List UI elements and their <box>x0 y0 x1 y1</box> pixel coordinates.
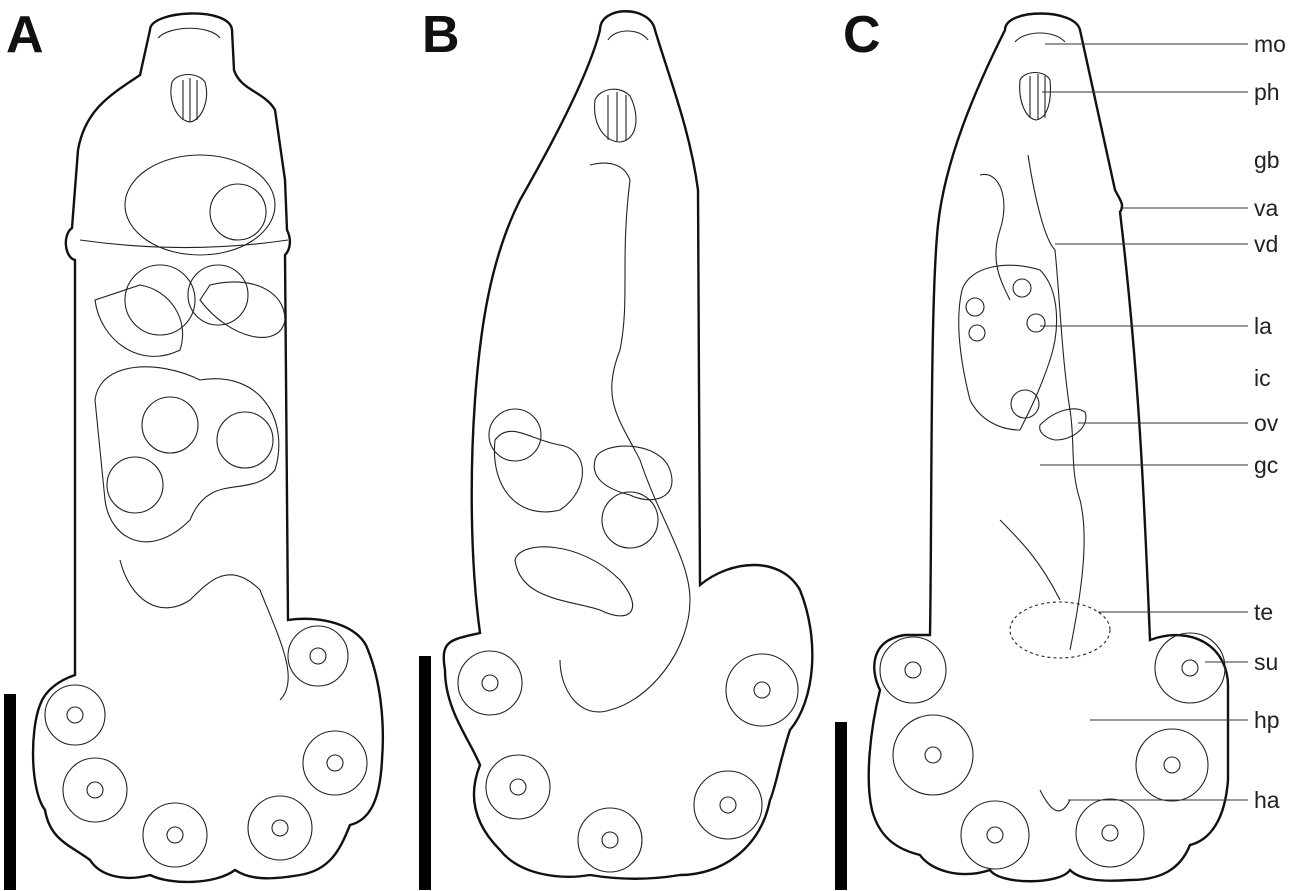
label-vd: vd <box>1254 231 1278 257</box>
larva-area-c <box>959 265 1057 430</box>
sucker-c-6-center <box>1102 825 1118 841</box>
hamuli-c <box>1040 790 1070 811</box>
sucker-c-5-center <box>987 827 1003 843</box>
panel-c-letter: C <box>843 6 881 64</box>
sucker-c-2-center <box>1182 660 1198 676</box>
sucker-a-4-center <box>87 782 103 798</box>
sucker-a-2 <box>45 685 105 745</box>
sucker-c-1 <box>880 637 946 703</box>
organ-b-3 <box>515 547 633 616</box>
sucker-a-6-center <box>272 820 288 836</box>
larva-body-c <box>1011 390 1039 418</box>
sucker-b-1 <box>458 651 522 715</box>
gut-a <box>120 560 288 700</box>
scale-bar-c <box>835 722 847 890</box>
panel-a-letter: A <box>6 6 44 64</box>
sucker-b-3-center <box>510 779 526 795</box>
larva-eye-c-4 <box>969 325 985 341</box>
pharynx-a <box>171 75 207 123</box>
sucker-b-5-center <box>602 832 618 848</box>
larva-b-2 <box>602 492 658 548</box>
larva-a-4 <box>142 397 198 453</box>
label-hp: hp <box>1254 707 1280 733</box>
sucker-b-4 <box>694 771 762 839</box>
sucker-a-5-center <box>167 827 183 843</box>
panel-a: A <box>4 6 383 890</box>
sucker-c-3-center <box>925 747 941 763</box>
label-mo: mo <box>1254 31 1286 57</box>
label-te: te <box>1254 599 1273 625</box>
organ-a-3 <box>200 282 285 338</box>
label-ic: ic <box>1254 365 1271 391</box>
sucker-a-5 <box>143 803 207 867</box>
label-gb: gb <box>1254 147 1280 173</box>
sucker-a-1-center <box>310 648 326 664</box>
label-su: su <box>1254 649 1278 675</box>
organ-a-2 <box>95 285 183 356</box>
body-outline-b <box>444 11 813 879</box>
pharynx-c <box>1020 73 1051 121</box>
sucker-c-4-center <box>1164 757 1180 773</box>
label-ha: ha <box>1254 787 1280 813</box>
larva-a-3 <box>188 265 248 325</box>
scale-bar-b <box>419 656 431 890</box>
larva-a-6 <box>107 457 163 513</box>
panel-c: C <box>835 6 1228 890</box>
sucker-b-2-center <box>754 682 770 698</box>
oral-sucker-a <box>158 28 220 38</box>
oral-sucker-b <box>608 31 648 40</box>
sucker-a-6 <box>248 796 312 860</box>
larva-b-1 <box>489 409 541 461</box>
larva-a-1 <box>210 184 266 240</box>
sucker-b-5 <box>578 808 642 872</box>
sucker-c-4 <box>1136 729 1208 801</box>
label-la: la <box>1254 313 1272 339</box>
ovary-c <box>1040 409 1086 440</box>
sucker-a-1 <box>288 626 348 686</box>
sucker-b-4-center <box>720 797 736 813</box>
constriction-line-a <box>80 240 288 248</box>
label-va: va <box>1254 195 1279 221</box>
organ-a-1 <box>125 155 275 255</box>
pharynx-b <box>595 89 636 142</box>
sucker-c-1-center <box>905 662 921 678</box>
organ-a-4 <box>95 367 279 542</box>
sucker-c-5 <box>961 801 1029 869</box>
sucker-c-3 <box>893 715 973 795</box>
larva-eye-c-3 <box>1027 314 1045 332</box>
sucker-b-1-center <box>482 675 498 691</box>
sucker-a-4 <box>63 758 127 822</box>
sucker-a-3 <box>303 731 367 795</box>
panel-b: B <box>419 6 812 890</box>
larva-eye-c-1 <box>1013 279 1031 297</box>
organ-b-1 <box>494 431 582 512</box>
larva-eye-c-2 <box>966 298 984 316</box>
label-ov: ov <box>1254 410 1279 436</box>
sucker-c-2 <box>1155 633 1225 703</box>
sucker-a-3-center <box>327 755 343 771</box>
labels-group: mo ph gb va vd la ic ov gc te su hp ha <box>1040 31 1286 813</box>
sucker-c-6 <box>1076 799 1144 867</box>
oral-sucker-c <box>1015 33 1065 42</box>
label-gc: gc <box>1254 452 1278 478</box>
sucker-a-2-center <box>67 707 83 723</box>
body-outline-c <box>869 14 1228 882</box>
sucker-b-3 <box>486 755 550 819</box>
larva-a-2 <box>125 265 195 335</box>
body-outline-a <box>33 13 383 882</box>
sucker-b-2 <box>726 654 798 726</box>
gut-b <box>560 163 690 712</box>
scale-bar-a <box>4 694 16 890</box>
genital-duct-c <box>1028 155 1084 650</box>
panel-b-letter: B <box>422 6 460 64</box>
label-ph: ph <box>1254 79 1280 105</box>
testis-c <box>1010 602 1110 658</box>
larva-a-5 <box>217 412 273 468</box>
